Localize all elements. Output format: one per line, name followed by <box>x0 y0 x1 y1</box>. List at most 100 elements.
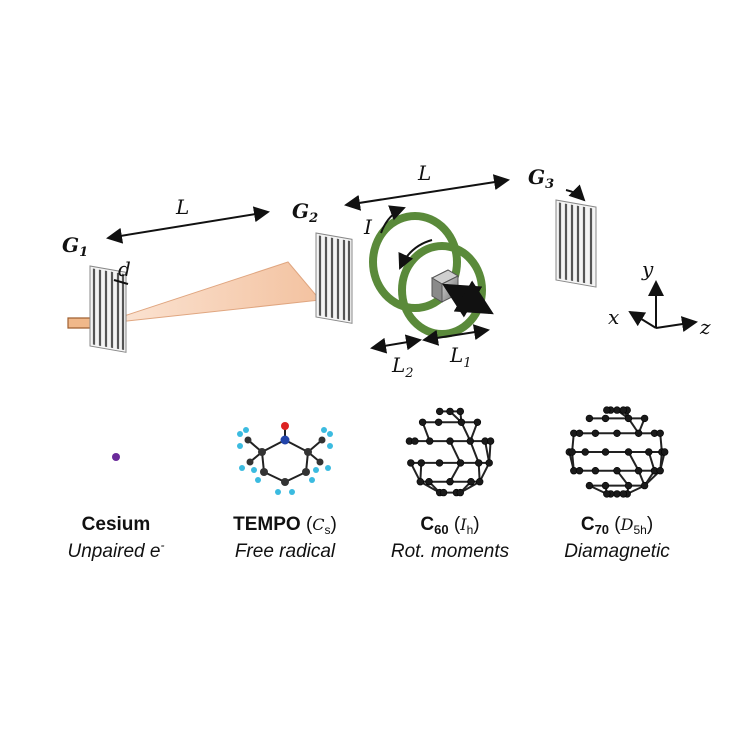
carbon-atom <box>603 490 611 498</box>
c60-desc: Rot. moments <box>391 541 510 562</box>
distance-arrow-right <box>344 174 510 211</box>
carbon-atom <box>435 459 444 467</box>
carbon-atom <box>660 448 669 456</box>
carbon-atom <box>624 414 633 423</box>
magnet-cube <box>430 269 460 303</box>
carbon-atom <box>411 437 419 445</box>
carbon-atom <box>601 448 610 456</box>
carbon-atom <box>434 418 443 426</box>
carbon-atom <box>619 406 627 414</box>
carbon-atom <box>456 459 465 467</box>
field-direction-arrow <box>442 280 494 318</box>
carbon-atom <box>439 488 448 497</box>
L1-arrow <box>422 324 490 346</box>
carbon-atom <box>475 459 483 467</box>
carbon-atom <box>591 429 600 437</box>
grating-g3 <box>555 199 597 288</box>
carbon-atom <box>417 459 425 467</box>
carbon-atom <box>466 437 474 445</box>
carbon-atom <box>591 467 600 475</box>
current-arrow-outer <box>380 205 406 234</box>
carbon-bond <box>419 480 441 494</box>
carbon-atom <box>426 437 434 445</box>
cesium-name: Cesium <box>82 514 151 535</box>
grating-g1 <box>89 265 127 353</box>
carbon-atom <box>601 414 610 423</box>
tempo-molecule <box>237 422 333 495</box>
carbon-atom <box>634 467 643 475</box>
carbon-atom <box>645 448 653 456</box>
carbon-atom <box>656 467 664 475</box>
carbon-atom <box>613 490 621 498</box>
carbon-atom <box>585 481 594 490</box>
carbon-atom <box>476 478 484 486</box>
carbon-bond <box>459 480 481 494</box>
axis-x-label: x <box>608 305 619 329</box>
c60-name: C60 (Ih) <box>420 514 479 537</box>
c70-desc: Diamagnetic <box>564 541 670 562</box>
carbon-atom <box>624 448 633 456</box>
carbon-atom <box>640 414 649 423</box>
carbon-atom <box>619 490 627 498</box>
carbon-atom <box>656 429 664 437</box>
carbon-atom <box>575 467 584 475</box>
carbon-atom <box>425 478 433 486</box>
current-arrow-inner <box>398 239 433 270</box>
carbon-atom <box>446 407 454 416</box>
label-current: I <box>363 215 373 239</box>
molecular-beam <box>117 261 321 323</box>
coordinate-axes <box>628 280 698 332</box>
carbon-atom <box>485 459 493 467</box>
carbon-atom <box>456 488 464 497</box>
carbon-atom <box>416 478 424 486</box>
carbon-atom <box>486 437 495 445</box>
carbon-atom <box>613 406 621 414</box>
carbon-bond <box>469 440 480 464</box>
c70-molecule <box>565 406 669 498</box>
carbon-atom <box>575 429 584 437</box>
label-d: d <box>118 257 131 281</box>
axis-y-label: y <box>641 257 654 281</box>
coil-back <box>369 212 461 312</box>
carbon-atom <box>581 448 589 456</box>
L2-arrow <box>370 334 422 354</box>
carbon-atom <box>446 437 454 445</box>
tempo-name: TEMPO (Cs) <box>233 514 337 537</box>
carbon-atom <box>418 418 427 426</box>
tempo-desc: Free radical <box>235 541 336 562</box>
cesium-desc: Unpaired e- <box>68 538 165 562</box>
carbon-atom <box>601 481 610 490</box>
carbon-atom <box>585 414 594 423</box>
grating-g2 <box>315 232 353 324</box>
distance-arrow-left <box>106 206 270 244</box>
carbon-atom <box>568 448 576 456</box>
carbon-atom <box>640 481 649 490</box>
c70-name: C70 (D5h) <box>581 514 653 537</box>
label-L1: L1 <box>449 343 472 371</box>
label-g2: G2 <box>292 199 318 226</box>
period-marker <box>113 279 129 285</box>
carbon-atom <box>407 459 415 467</box>
cesium-atom <box>112 453 120 461</box>
carbon-atom <box>634 429 643 437</box>
label-L-left: L <box>175 195 189 219</box>
carbon-atom <box>456 407 464 416</box>
label-g1: G1 <box>62 233 88 260</box>
carbon-atom <box>613 467 621 475</box>
label-L2: L2 <box>391 353 414 381</box>
carbon-atom <box>436 407 444 416</box>
carbon-atom <box>457 418 466 426</box>
axis-z-label: z <box>699 315 711 339</box>
carbon-atom <box>473 418 482 426</box>
c60-molecule <box>405 407 495 497</box>
carbon-atom <box>446 478 454 486</box>
carbon-atom <box>613 429 621 437</box>
label-g3: G3 <box>528 165 554 192</box>
carbon-atom <box>467 478 475 486</box>
carbon-atom <box>603 406 611 414</box>
g3-shift-arrow <box>565 184 586 202</box>
carbon-bond <box>449 440 462 464</box>
carbon-atom <box>624 481 633 490</box>
